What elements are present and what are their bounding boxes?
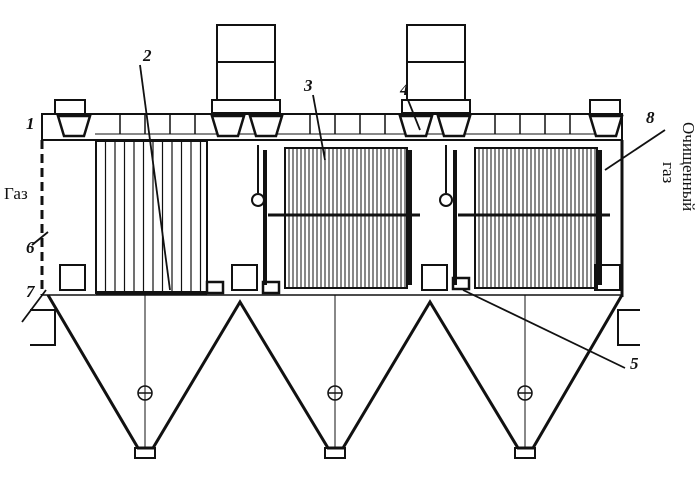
label-6: 6 [26, 238, 35, 257]
collecting-electrodes-3 [453, 147, 610, 289]
label-2: 2 [143, 46, 152, 65]
label-1: 1 [26, 114, 35, 133]
hoppers [46, 294, 624, 459]
inlet-gas-label: Газ [4, 184, 28, 203]
supports [30, 309, 640, 346]
collecting-electrodes-2 [263, 147, 420, 289]
collecting-electrodes-1 [95, 140, 208, 295]
leader-lines [21, 64, 666, 369]
top-stack-1 [211, 24, 281, 114]
outlet-label-line1: Очищенный [679, 122, 698, 212]
rapping-mechanisms [59, 145, 621, 295]
end-box-right [589, 99, 621, 115]
roof [41, 113, 624, 141]
label-7: 7 [26, 282, 35, 301]
label-4: 4 [400, 80, 409, 99]
label-8: 8 [646, 108, 655, 127]
label-5: 5 [630, 354, 639, 373]
outlet-label-line2: газ [659, 162, 678, 184]
outlet-gas-label: Очищенный газ [658, 122, 698, 211]
label-3: 3 [304, 76, 313, 95]
end-box-left [54, 99, 86, 115]
top-stack-2 [401, 24, 471, 114]
